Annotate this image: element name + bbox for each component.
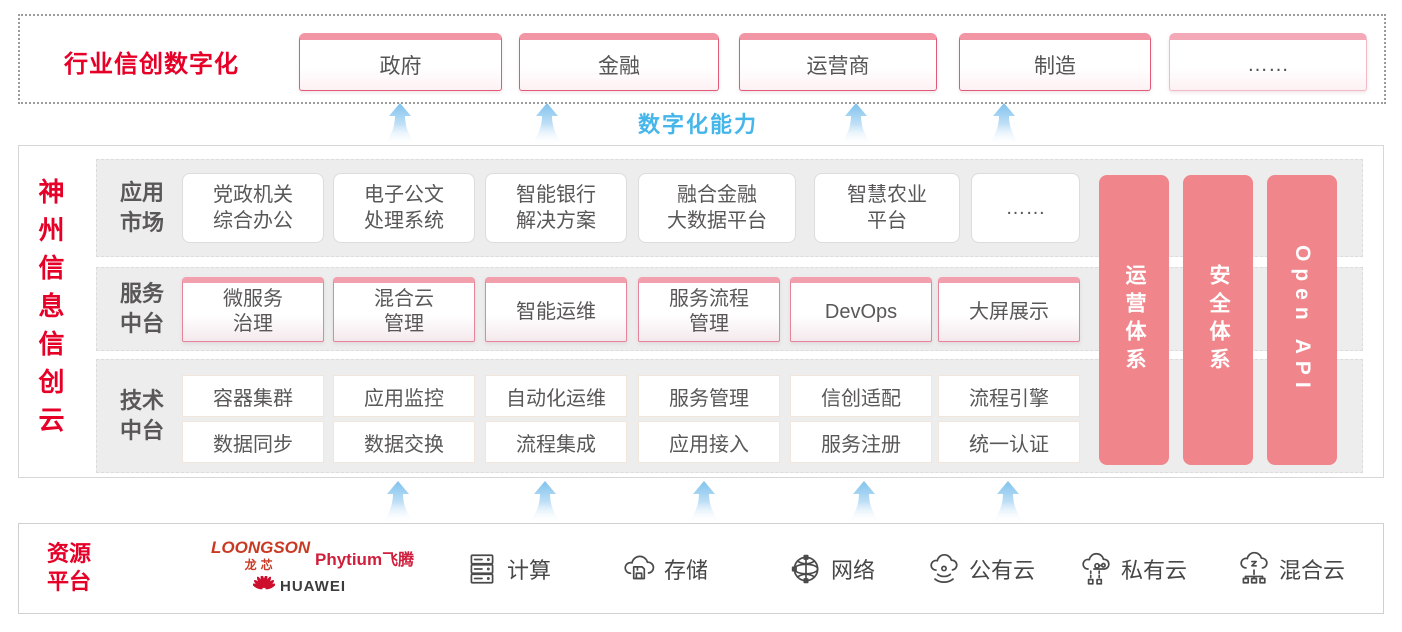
app-market-label: 应用 市场 (119, 180, 164, 235)
platform-title: 神州信息信创云 (35, 178, 65, 444)
loongson-logo: LOONGSON 龙芯 (211, 538, 310, 573)
industry-box-label: 政府 (379, 55, 422, 78)
huawei-logo: HUAWEI (253, 576, 346, 596)
resource-item-public-cloud: 公有云 (926, 550, 1035, 588)
pillar-open-api: Open API (1267, 175, 1337, 465)
up-arrow-icon (992, 481, 1024, 523)
tech-box: 信创适配 (790, 375, 932, 417)
resource-item-private-cloud: 私有云 (1078, 550, 1187, 588)
tech-box: 应用接入 (638, 421, 780, 463)
resource-item-label: 私有云 (1121, 558, 1188, 583)
resource-item-label: 混合云 (1279, 558, 1346, 583)
service-box: DevOps (790, 277, 932, 342)
app-box: 电子公文 处理系统 (333, 173, 475, 243)
hybrid-cloud-icon (1240, 551, 1268, 584)
phytium-logo-text: Phytium (315, 550, 383, 569)
industry-box-more: …… (1169, 33, 1367, 91)
tech-box: 流程引擎 (938, 375, 1080, 417)
industry-box-label: 金融 (598, 55, 640, 78)
loongson-logo-text: LOONGSON (211, 538, 311, 557)
industry-box-government: 政府 (299, 33, 502, 91)
tech-box: 统一认证 (938, 421, 1080, 463)
loongson-logo-cn: 龙芯 (244, 558, 277, 572)
tech-box: 数据交换 (333, 421, 475, 463)
tech-box: 应用监控 (333, 375, 475, 417)
service-box: 微服务 治理 (182, 277, 324, 342)
industry-box-operator: 运营商 (739, 33, 937, 91)
industry-box-label: 运营商 (806, 55, 870, 78)
resource-item-label: 公有云 (969, 558, 1036, 583)
service-box: 智能运维 (485, 277, 627, 342)
phytium-logo: Phytium飞腾 (315, 546, 414, 570)
storage-icon (624, 555, 655, 580)
huawei-logo-text: HUAWEI (280, 577, 346, 595)
up-arrow-icon (531, 103, 563, 145)
private-cloud-icon (1082, 552, 1110, 585)
pillar-label: Open API (1291, 245, 1314, 395)
resource-platform-panel: 资源 平台 LOONGSON 龙芯 Phytium飞腾 HUAWEI (18, 523, 1384, 614)
tech-box: 数据同步 (182, 421, 324, 463)
tech-box: 流程集成 (485, 421, 627, 463)
public-cloud-icon (930, 554, 958, 583)
huawei-flower-icon (253, 576, 275, 590)
industry-box-label: …… (1247, 53, 1289, 76)
resource-item-compute: 计算 (464, 550, 551, 588)
service-box: 服务流程 管理 (638, 277, 780, 342)
app-box: 智慧农业 平台 (814, 173, 960, 243)
industry-box-label: 制造 (1034, 55, 1076, 78)
app-box-more: …… (971, 173, 1080, 243)
resource-item-hybrid-cloud: 混合云 (1236, 550, 1345, 588)
tech-box: 服务注册 (790, 421, 932, 463)
compute-icon (470, 554, 494, 584)
up-arrow-icon (382, 481, 414, 523)
up-arrow-icon (529, 481, 561, 523)
up-arrow-icon (840, 103, 872, 145)
resource-item-label: 存储 (664, 558, 709, 583)
capability-label: 数字化能力 (638, 112, 759, 137)
up-arrow-icon (384, 103, 416, 145)
pillar-security-system: 安全体系 (1183, 175, 1253, 465)
app-box: 融合金融 大数据平台 (638, 173, 796, 243)
industry-banner-title: 行业信创数字化 (64, 51, 239, 78)
up-arrow-icon (988, 103, 1020, 145)
tech-box: 服务管理 (638, 375, 780, 417)
up-arrow-icon (848, 481, 880, 523)
up-arrow-icon (688, 481, 720, 523)
phytium-logo-cn: 飞腾 (382, 552, 415, 569)
resource-item-storage: 存储 (621, 550, 708, 588)
resource-item-label: 网络 (831, 558, 876, 583)
tech-box: 容器集群 (182, 375, 324, 417)
resource-item-network: 网络 (788, 550, 875, 588)
resource-item-label: 计算 (507, 558, 552, 583)
industry-box-finance: 金融 (519, 33, 719, 91)
app-box: 党政机关 综合办公 (182, 173, 324, 243)
network-icon (791, 554, 819, 584)
app-box: 智能银行 解决方案 (485, 173, 627, 243)
pillar-label: 安全体系 (1207, 264, 1230, 376)
service-box: 混合云 管理 (333, 277, 475, 342)
tech-platform-label: 技术 中台 (119, 388, 164, 443)
pillar-operation-system: 运营体系 (1099, 175, 1169, 465)
service-platform-label: 服务 中台 (119, 281, 164, 336)
industry-box-manufacturing: 制造 (959, 33, 1151, 91)
resource-platform-label: 资源 平台 (47, 541, 92, 594)
service-box: 大屏展示 (938, 277, 1080, 342)
pillar-label: 运营体系 (1123, 264, 1146, 376)
industry-banner: 行业信创数字化 政府 金融 运营商 制造 …… (18, 14, 1386, 104)
cloud-platform-panel: 神州信息信创云 应用 市场 服务 中台 技术 中台 党政机关 综合办公 电子公文… (18, 145, 1384, 478)
tech-box: 自动化运维 (485, 375, 627, 417)
